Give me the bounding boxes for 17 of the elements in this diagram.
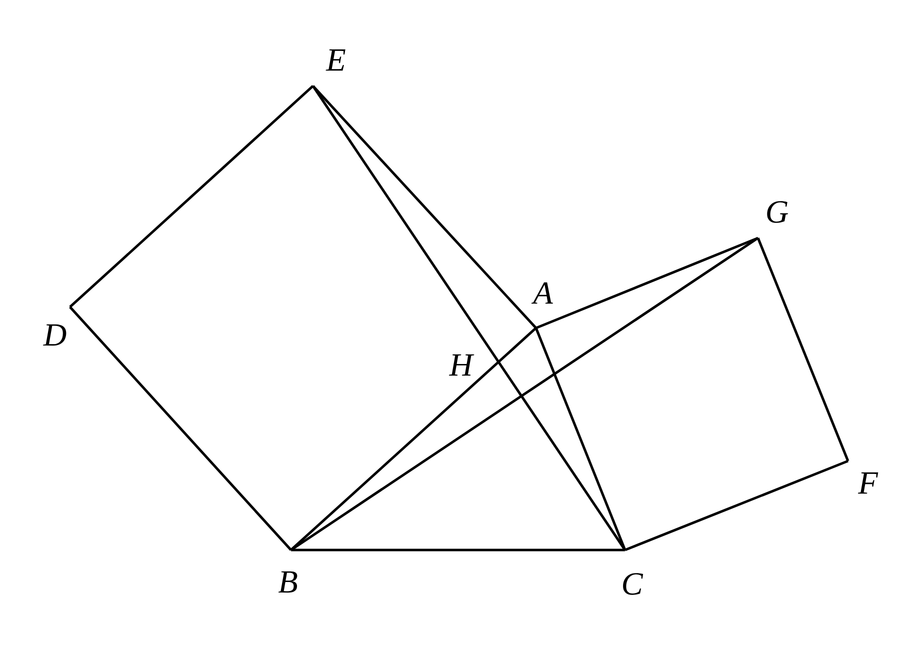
point-label: C <box>623 573 644 595</box>
line-segment <box>290 327 537 551</box>
line-segment <box>624 460 848 552</box>
point-label: F <box>858 472 878 494</box>
point-label: B <box>278 571 298 593</box>
line-segment <box>291 548 625 552</box>
line-segment <box>69 306 292 551</box>
line-segment <box>536 236 758 330</box>
line-segment <box>534 328 626 550</box>
point-label: G <box>767 201 788 223</box>
point-label: H <box>448 354 474 376</box>
point-label: A <box>531 282 553 304</box>
point-label: E <box>326 49 346 71</box>
line-segment <box>312 85 537 329</box>
point-label: D <box>42 324 66 346</box>
line-segment <box>756 238 850 462</box>
line-segment <box>69 85 314 308</box>
